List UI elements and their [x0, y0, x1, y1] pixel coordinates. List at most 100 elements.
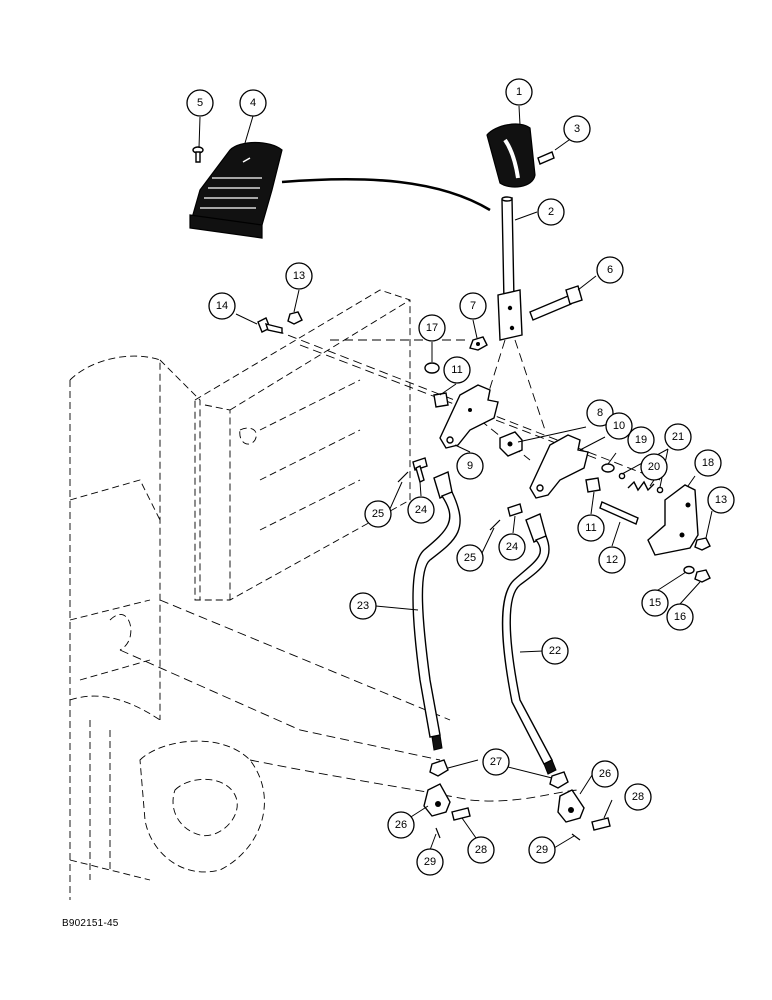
callout-19: 19 [627, 426, 655, 454]
svg-text:24: 24 [506, 541, 518, 553]
svg-text:29: 29 [536, 844, 548, 856]
callout-18: 18 [694, 449, 722, 477]
bushing-11-lower [585, 477, 601, 493]
shift-plate-9 [439, 384, 499, 449]
callout-21: 21 [664, 423, 692, 451]
callout-leaders [198, 105, 713, 851]
shift-boot [189, 141, 283, 239]
svg-text:15: 15 [649, 597, 661, 609]
callout-11-lower: 11 [577, 514, 605, 542]
callout-24-left: 24 [407, 496, 435, 524]
callout-7: 7 [459, 292, 487, 320]
callout-22: 22 [541, 637, 569, 665]
nut-7 [469, 336, 488, 351]
svg-text:13: 13 [293, 270, 305, 282]
pin-12 [599, 501, 639, 525]
callout-27: 27 [482, 748, 510, 776]
figure-reference-code: B902151-45 [62, 918, 119, 929]
callout-12: 12 [598, 546, 626, 574]
screw-5 [192, 146, 204, 163]
callout-1: 1 [505, 78, 533, 106]
svg-text:22: 22 [549, 645, 561, 657]
callout-23: 23 [349, 592, 377, 620]
svg-text:17: 17 [426, 322, 438, 334]
set-screw-3 [537, 151, 555, 165]
svg-text:29: 29 [424, 856, 436, 868]
transmission-housing-phantom [69, 355, 265, 900]
callout-14: 14 [208, 292, 236, 320]
bushing-17 [424, 362, 440, 374]
callout-26-right: 26 [591, 760, 619, 788]
callout-28-right: 28 [624, 783, 652, 811]
svg-text:28: 28 [475, 844, 487, 856]
shift-rod-22 [501, 513, 557, 775]
callout-29-right: 29 [528, 836, 556, 864]
clevis-26-left [423, 783, 451, 817]
svg-text:4: 4 [250, 97, 256, 109]
callout-15: 15 [641, 589, 669, 617]
callout-24-right: 24 [498, 533, 526, 561]
svg-text:24: 24 [415, 504, 427, 516]
clevis-26-right [557, 789, 585, 823]
svg-text:26: 26 [599, 768, 611, 780]
callout-3: 3 [563, 115, 591, 143]
svg-text:25: 25 [464, 552, 476, 564]
callout-13-lower: 13 [707, 486, 735, 514]
svg-text:2: 2 [548, 206, 554, 218]
svg-text:16: 16 [674, 611, 686, 623]
svg-text:14: 14 [216, 300, 228, 312]
jam-nut-27-right [549, 771, 569, 789]
clevis-pin-24-right [507, 503, 523, 517]
cotter-pin-25-left [397, 471, 409, 483]
svg-text:28: 28 [632, 791, 644, 803]
svg-text:11: 11 [451, 364, 462, 376]
svg-text:23: 23 [357, 600, 369, 612]
clevis-pin-28-right [591, 817, 611, 831]
svg-text:9: 9 [467, 460, 473, 472]
console-frame-phantom [194, 289, 411, 601]
shift-knob [486, 123, 536, 188]
washer-15 [683, 565, 695, 575]
interlock-block-8 [499, 431, 523, 457]
svg-text:18: 18 [702, 457, 714, 469]
svg-text:21: 21 [672, 431, 684, 443]
svg-text:25: 25 [372, 508, 384, 520]
callout-25-right: 25 [456, 544, 484, 572]
spring-20 [627, 480, 655, 492]
callout-28-left: 28 [467, 836, 495, 864]
svg-text:19: 19 [635, 434, 647, 446]
cotter-pin-29-right [571, 833, 581, 841]
svg-text:12: 12 [606, 554, 618, 566]
callout-8: 8 [586, 399, 614, 427]
clevis-pin-28-left [451, 807, 471, 821]
svg-text:20: 20 [648, 461, 660, 473]
shift-plate-10 [529, 434, 589, 499]
svg-text:1: 1 [516, 86, 522, 98]
svg-text:8: 8 [597, 407, 603, 419]
bushing-11-upper [433, 392, 449, 408]
callout-10: 10 [605, 412, 633, 440]
callout-13-upper: 13 [285, 262, 313, 290]
callout-29-left: 29 [416, 848, 444, 876]
svg-text:13: 13 [715, 494, 727, 506]
svg-text:5: 5 [197, 97, 203, 109]
bracket-18 [647, 484, 699, 556]
callout-5: 5 [186, 89, 214, 117]
bolt-14 [257, 317, 283, 334]
callout-11-upper: 11 [443, 356, 471, 384]
shift-rod-23 [412, 471, 461, 751]
callout-2: 2 [537, 198, 565, 226]
nut-13-upper [287, 311, 303, 325]
callout-20: 20 [640, 453, 668, 481]
callout-17: 17 [418, 314, 446, 342]
shift-lever [497, 196, 523, 341]
boot-to-lever-line [281, 177, 491, 212]
callout-26-left: 26 [387, 811, 415, 839]
svg-text:3: 3 [574, 123, 580, 135]
svg-text:26: 26 [395, 819, 407, 831]
cotter-pin-25-right [489, 519, 501, 531]
callout-4: 4 [239, 89, 267, 117]
callout-6: 6 [596, 256, 624, 284]
nut-13-lower [694, 537, 711, 551]
